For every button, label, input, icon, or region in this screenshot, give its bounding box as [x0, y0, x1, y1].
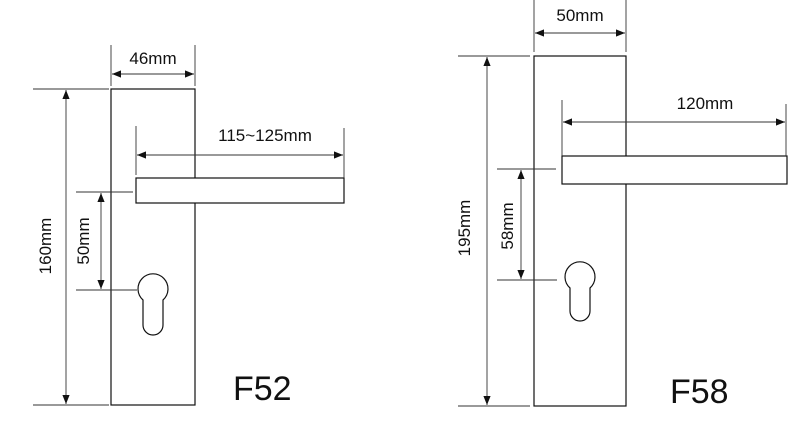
diagram-f58: 50mm 195mm 120mm 58mm F58	[455, 0, 788, 411]
height-dimension: 195mm	[455, 55, 530, 407]
diagram-f52: 46mm 160mm 115~125mm 50mm F52	[33, 45, 345, 408]
handle-length-label: 120mm	[677, 94, 734, 113]
height-dimension: 160mm	[33, 88, 109, 406]
model-label: F52	[233, 370, 292, 408]
handle-length-dimension: 115~125mm	[135, 126, 345, 178]
height-label: 160mm	[36, 218, 55, 275]
lever-handle	[135, 177, 345, 204]
backplate	[533, 55, 627, 407]
handle-to-keyhole-label: 50mm	[74, 217, 93, 264]
handle-to-keyhole-dimension: 50mm	[74, 191, 137, 291]
width-dimension: 50mm	[533, 0, 627, 52]
backplate	[110, 88, 196, 406]
height-label: 195mm	[455, 200, 474, 257]
handle-to-keyhole-label: 58mm	[498, 202, 517, 249]
handle-to-keyhole-dimension: 58mm	[497, 168, 557, 281]
handle-length-label: 115~125mm	[218, 126, 312, 145]
keyhole	[564, 261, 596, 322]
model-label: F58	[670, 373, 729, 411]
width-label: 50mm	[556, 6, 603, 25]
handle-length-dimension: 120mm	[561, 94, 787, 156]
width-label: 46mm	[129, 49, 176, 68]
lever-handle	[561, 155, 788, 185]
width-dimension: 46mm	[110, 45, 196, 86]
keyhole	[137, 273, 169, 336]
